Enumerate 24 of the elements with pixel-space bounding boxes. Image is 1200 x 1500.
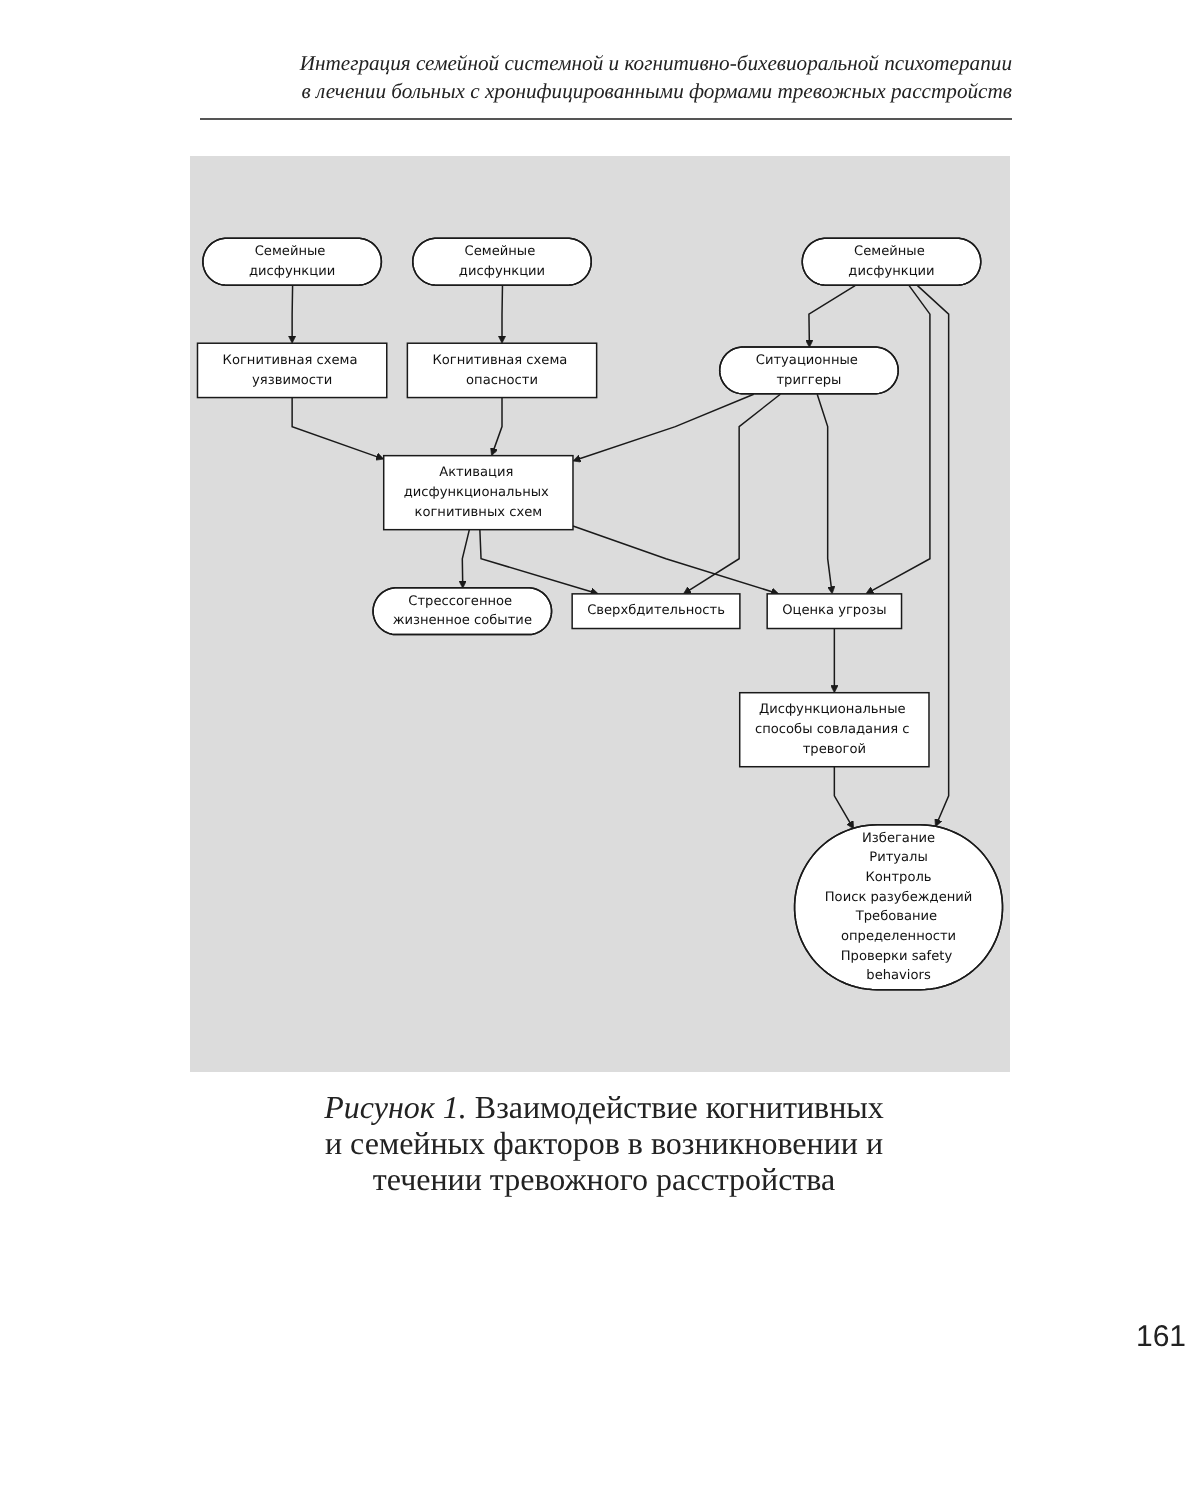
- figure-caption: Рисунок 1. Взаимодействие когнитивных и семейных факторов в возникновении и течении тревожного расстройства: [322, 1092, 886, 1200]
- arrow: [865, 284, 931, 595]
- arrow: [490, 396, 503, 457]
- node-box: [382, 454, 574, 531]
- arrow: [458, 528, 471, 589]
- arrow: [816, 393, 836, 595]
- running-header: Интеграция семейной системной и когнитивно-бихевиоральной психотерапии в лечении больных с хронифицированными формами тревожных расстройств: [200, 52, 1012, 120]
- arrow: [572, 393, 755, 463]
- page-number: 161: [1136, 1320, 1187, 1354]
- arrow: [833, 765, 854, 830]
- node-box: [406, 342, 598, 399]
- arrow: [497, 284, 507, 344]
- node-box: [571, 593, 741, 630]
- node-box: [196, 342, 388, 399]
- arrow: [572, 525, 780, 596]
- arrow: [291, 396, 385, 461]
- arrow: [830, 627, 839, 694]
- arrow: [683, 393, 782, 595]
- arrow: [479, 528, 599, 596]
- arrow: [288, 284, 297, 344]
- node-box: [766, 593, 903, 630]
- arrow: [805, 284, 856, 348]
- node-box: [738, 691, 930, 768]
- arrow: [916, 284, 950, 828]
